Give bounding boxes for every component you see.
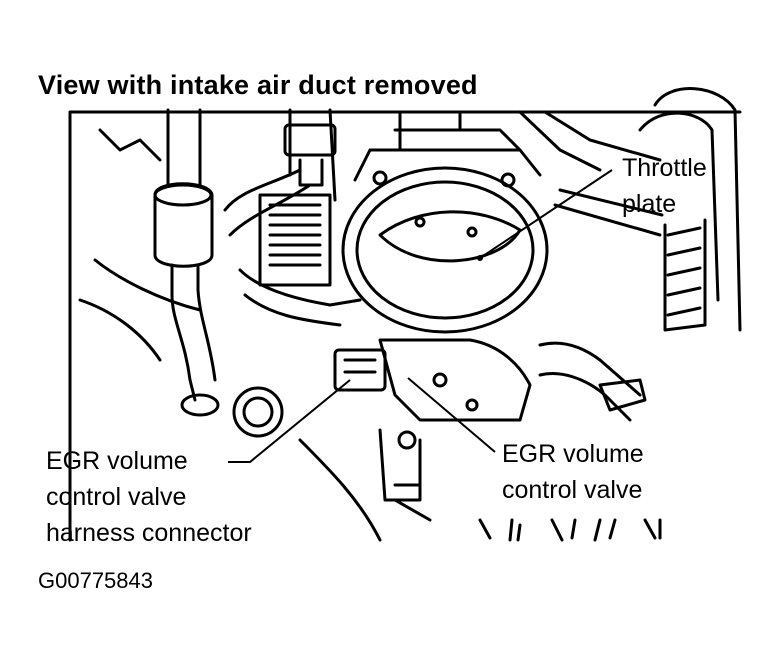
egr-valve-label: EGR volume control valve <box>502 440 644 504</box>
throttle-plate-label: Throttle plate <box>622 154 707 218</box>
vacuum-hose <box>170 263 217 402</box>
throttle-plate <box>378 210 522 263</box>
drawing-border <box>68 110 742 542</box>
egr-connector-drawing <box>333 348 387 392</box>
egr-harness-connector-label: EGR volume control valve harness connect… <box>46 447 252 547</box>
throttle-plate-leader <box>479 169 613 259</box>
canister <box>153 182 214 268</box>
egr-valve-leader <box>407 377 496 453</box>
throttle-body-housing <box>341 166 549 334</box>
figure-id: G00775843 <box>38 568 153 593</box>
egr-connector-leader <box>228 379 351 463</box>
diagram-title: View with intake air duct removed <box>38 70 478 100</box>
egr-valve-drawing <box>378 338 532 422</box>
upper-right-hose <box>653 87 742 332</box>
